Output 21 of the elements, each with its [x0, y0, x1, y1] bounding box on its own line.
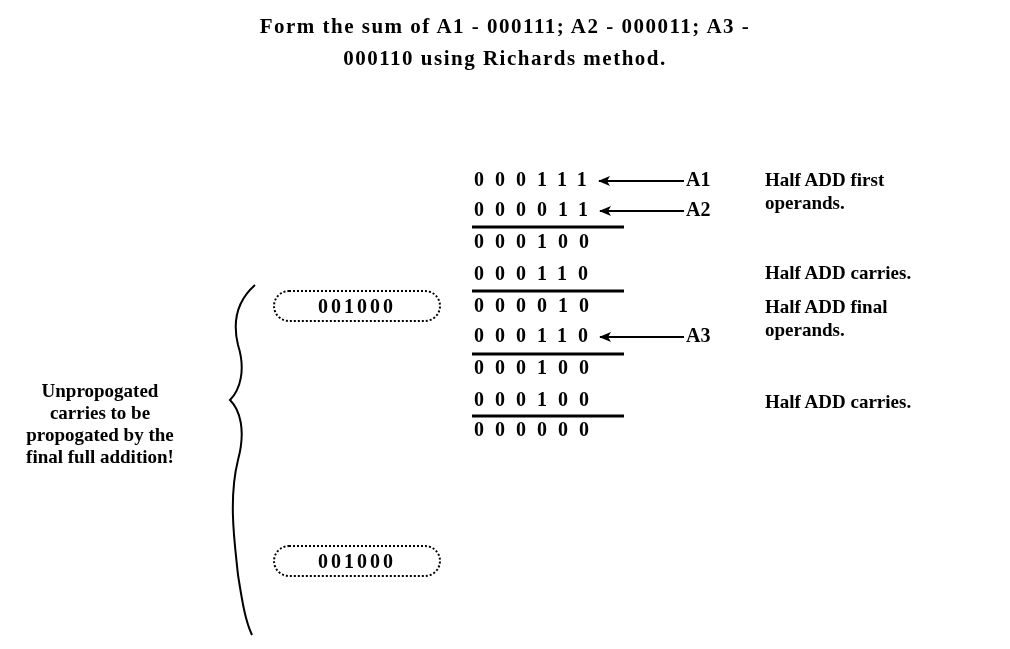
step-note: Half ADD first operands. — [765, 168, 886, 214]
binary-number: 000110 — [474, 324, 599, 350]
binary-number: 000100 — [474, 388, 600, 411]
note-text: Unpropogated carries to be propogated by the final full addition! — [25, 380, 175, 468]
binary-number: 000010 — [474, 294, 600, 317]
arrow — [599, 206, 685, 216]
arrow — [599, 332, 685, 342]
step-note: Half ADD carries. — [765, 261, 913, 284]
operand-tag: A2 — [686, 198, 711, 224]
operand-tag: A3 — [686, 324, 711, 350]
binary-number: 000000 — [474, 418, 600, 441]
step-note: Half ADD final operands. — [765, 295, 889, 341]
binary-number: 000100 — [474, 356, 600, 379]
binary-number: 000100 — [474, 230, 600, 253]
operand-tag: A1 — [686, 168, 711, 194]
arrow — [598, 176, 685, 186]
binary-number: 000111 — [474, 168, 598, 194]
step-note: Half ADD carries. — [765, 390, 913, 413]
binary-number: 000110 — [474, 262, 599, 285]
binary-number: 000011 — [474, 198, 599, 224]
title: Form the sum of A1 - 000111; A2 - 000011; A3 - 000110 using Richards method. — [258, 13, 752, 72]
